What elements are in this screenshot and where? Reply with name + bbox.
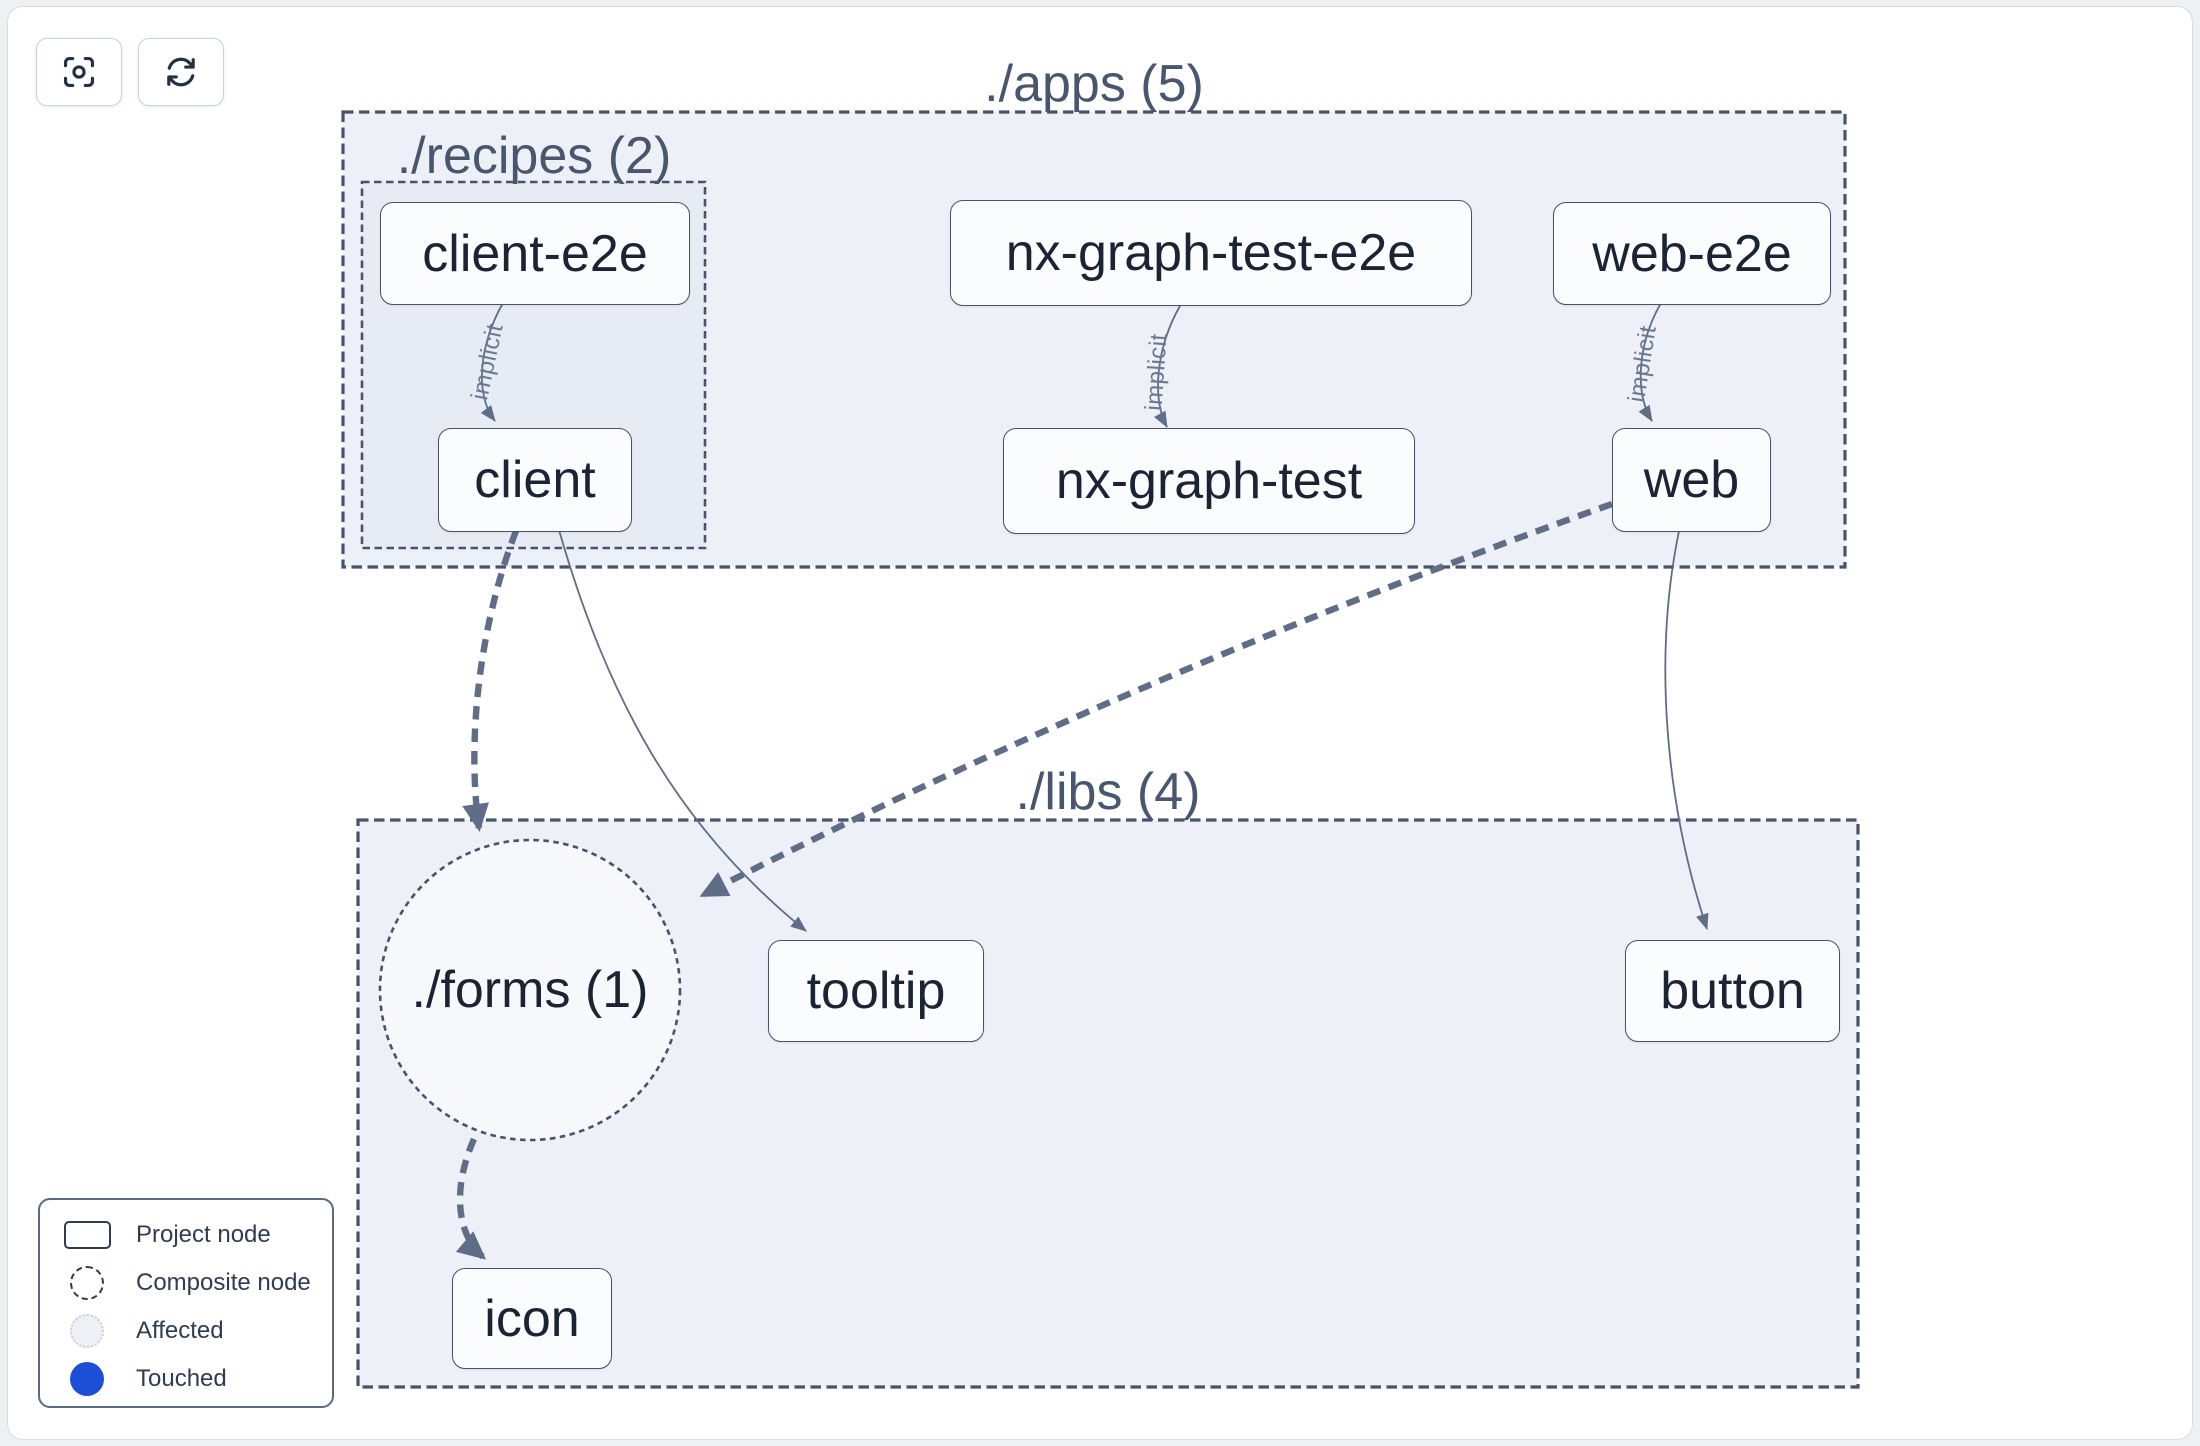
refresh-icon xyxy=(167,57,195,87)
legend-item-project-node: Project node xyxy=(64,1211,332,1259)
project-node-button[interactable]: button xyxy=(1625,940,1840,1042)
edge-label-implicit: implicit xyxy=(1140,332,1173,412)
project-node-nx-graph-test-e2e[interactable]: nx-graph-test-e2e xyxy=(950,200,1472,306)
edge-nx-graph-test-e2e-to-nx-graph-test xyxy=(1154,305,1181,428)
composite-node-forms[interactable] xyxy=(378,838,682,1142)
project-node-client-e2e[interactable]: client-e2e xyxy=(380,202,690,305)
legend-item-affected: Affected xyxy=(64,1307,332,1355)
project-node-web-e2e[interactable]: web-e2e xyxy=(1553,202,1831,305)
edge-web-to-button xyxy=(1664,530,1709,930)
legend: Project node Composite node Affected Tou… xyxy=(38,1198,334,1408)
composite-node-label-forms: ./forms (1) xyxy=(411,961,649,1019)
focus-reset-button[interactable] xyxy=(36,38,122,106)
project-node-icon[interactable]: icon xyxy=(452,1268,612,1369)
project-node-web[interactable]: web xyxy=(1612,428,1771,532)
legend-item-touched: Touched xyxy=(64,1355,332,1403)
edge-web-to-forms xyxy=(699,500,1614,898)
edge-client-to-tooltip xyxy=(558,529,807,932)
legend-label: Affected xyxy=(136,1317,224,1344)
edge-forms-to-icon xyxy=(455,1137,487,1260)
edge-client-e2e-to-client xyxy=(480,302,504,422)
legend-label: Project node xyxy=(136,1221,271,1248)
project-node-tooltip[interactable]: tooltip xyxy=(768,940,984,1042)
refresh-button[interactable] xyxy=(138,38,224,106)
legend-label: Touched xyxy=(136,1365,227,1392)
legend-label: Composite node xyxy=(136,1269,311,1296)
group-label-apps: ./apps (5) xyxy=(984,55,1204,113)
edge-web-e2e-to-web xyxy=(1638,302,1662,422)
focus-icon xyxy=(63,56,95,88)
edge-client-to-forms xyxy=(462,529,519,832)
composite-node-swatch xyxy=(70,1266,104,1300)
touched-swatch xyxy=(70,1362,104,1396)
group-label-libs: ./libs (4) xyxy=(1015,763,1201,821)
project-node-client[interactable]: client xyxy=(438,428,632,532)
project-node-swatch xyxy=(64,1221,111,1249)
affected-swatch xyxy=(70,1314,104,1348)
project-node-nx-graph-test[interactable]: nx-graph-test xyxy=(1003,428,1415,534)
group-label-recipes: ./recipes (2) xyxy=(396,127,672,185)
legend-item-composite-node: Composite node xyxy=(64,1259,332,1307)
